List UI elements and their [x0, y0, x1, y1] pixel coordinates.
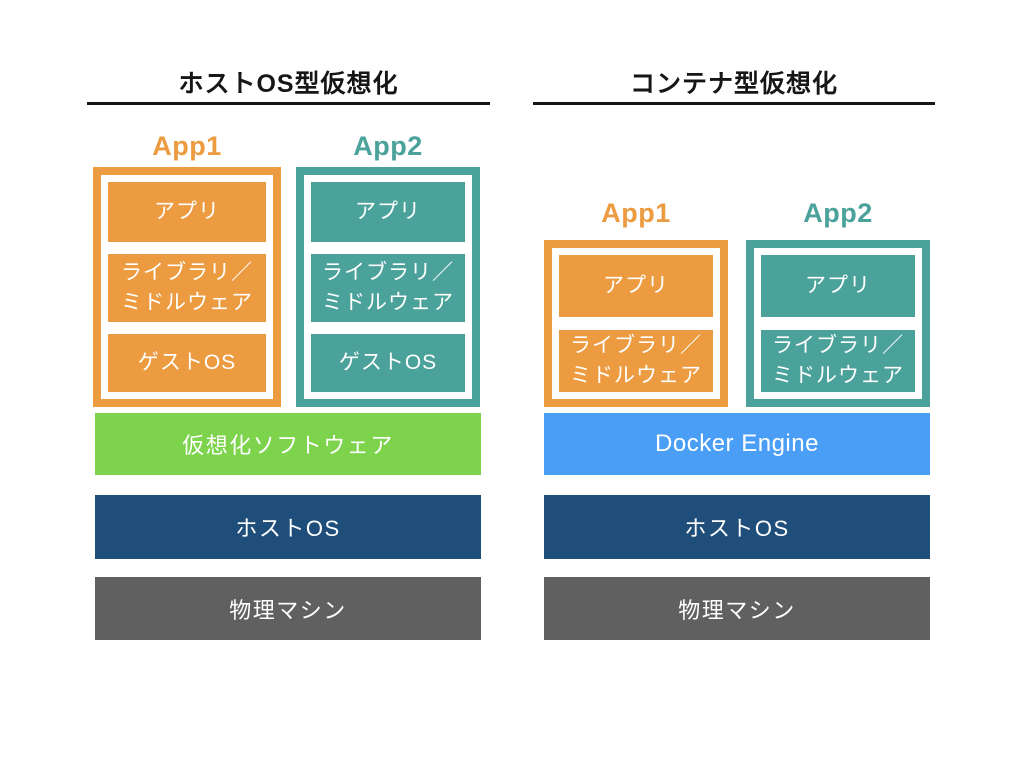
- right-app2-container: アプリ ライブラリ／ ミドルウェア: [746, 240, 930, 407]
- guest-os-layer: ゲストOS: [311, 334, 465, 392]
- physical-machine-bar-left: 物理マシン: [95, 577, 481, 640]
- host-os-bar-left: ホストOS: [95, 495, 481, 559]
- guest-os-layer: ゲストOS: [108, 334, 266, 392]
- library-middleware-layer: ライブラリ／ ミドルウェア: [108, 254, 266, 322]
- app-layer: アプリ: [311, 182, 465, 242]
- host-os-bar-right: ホストOS: [544, 495, 930, 559]
- left-panel-title: ホストOS型仮想化: [87, 66, 490, 105]
- right-app1-label: App1: [601, 198, 671, 228]
- physical-machine-bar-right: 物理マシン: [544, 577, 930, 640]
- app-layer: アプリ: [761, 255, 915, 317]
- left-app1-label: App1: [152, 131, 222, 161]
- left-app2-label: App2: [353, 131, 423, 161]
- virtualization-software-bar: 仮想化ソフトウェア: [95, 413, 481, 475]
- library-middleware-layer: ライブラリ／ ミドルウェア: [559, 330, 713, 392]
- right-app1-container: アプリ ライブラリ／ ミドルウェア: [544, 240, 728, 407]
- right-panel-title: コンテナ型仮想化: [533, 66, 935, 105]
- left-app1-stack: アプリ ライブラリ／ ミドルウェア ゲストOS: [93, 167, 281, 407]
- library-middleware-layer: ライブラリ／ ミドルウェア: [761, 330, 915, 392]
- library-middleware-layer: ライブラリ／ ミドルウェア: [311, 254, 465, 322]
- docker-engine-bar: Docker Engine: [544, 413, 930, 475]
- app-layer: アプリ: [108, 182, 266, 242]
- right-app2-label: App2: [803, 198, 873, 228]
- app-layer: アプリ: [559, 255, 713, 317]
- left-app2-stack: アプリ ライブラリ／ ミドルウェア ゲストOS: [296, 167, 480, 407]
